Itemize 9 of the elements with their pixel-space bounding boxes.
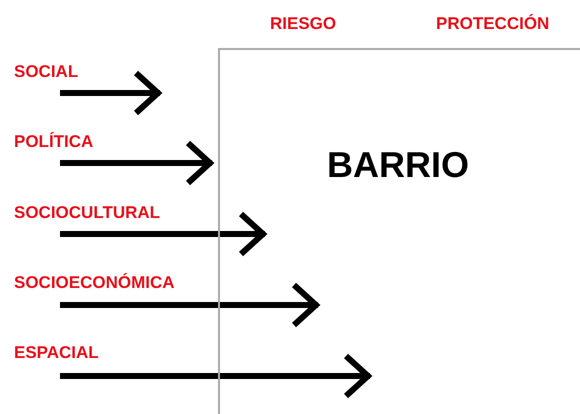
factor-label: POLÍTICA	[14, 132, 94, 152]
factor-label: SOCIOCULTURAL	[14, 203, 160, 223]
factor-label: ESPACIAL	[14, 343, 99, 363]
factor-label: SOCIAL	[14, 62, 78, 82]
region-frame	[218, 48, 580, 414]
column-heading: PROTECCIÓN	[436, 14, 550, 34]
column-heading: RIESGO	[270, 14, 336, 34]
factor-label: SOCIOECONÓMICA	[14, 273, 175, 293]
region-title: BARRIO	[327, 144, 469, 186]
